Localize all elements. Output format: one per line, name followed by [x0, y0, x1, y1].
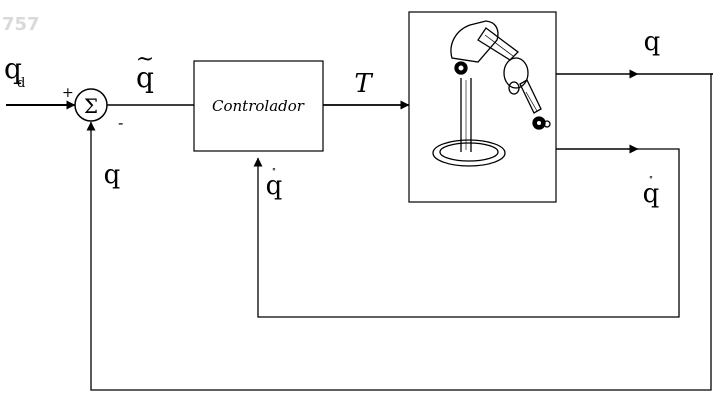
q-feedback-label: q: [104, 160, 121, 190]
qdot-feedback-label: ∘ q: [266, 165, 283, 201]
robot-block: [408, 11, 557, 203]
minus-sign: -: [118, 113, 123, 132]
svg-text:q: q: [643, 179, 660, 209]
input-qd-label: q d: [4, 52, 25, 91]
svg-text:∘: ∘: [272, 165, 276, 175]
svg-text:q: q: [266, 171, 283, 201]
controller-block: [193, 60, 324, 152]
svg-text:∘: ∘: [649, 173, 653, 183]
svg-text:q: q: [4, 52, 22, 85]
controller-label: Controlador: [212, 97, 305, 115]
q-output-label: q: [644, 27, 661, 57]
torque-label: T: [354, 69, 373, 99]
robot-arm-icon: [432, 20, 551, 167]
sigma-icon: Σ: [84, 94, 98, 118]
q-feedback-path: [86, 73, 713, 391]
qdot-output-label: ∘ q: [643, 173, 660, 209]
svg-text:q: q: [136, 61, 154, 94]
svg-text:d: d: [17, 76, 25, 91]
error-label: ~ q: [136, 47, 154, 94]
plus-sign: +: [62, 85, 74, 101]
svg-text:~: ~: [136, 47, 154, 72]
summing-junction: Σ: [74, 88, 108, 122]
watermark-text: 757: [2, 14, 40, 35]
qdot-feedback-path: [253, 148, 680, 318]
